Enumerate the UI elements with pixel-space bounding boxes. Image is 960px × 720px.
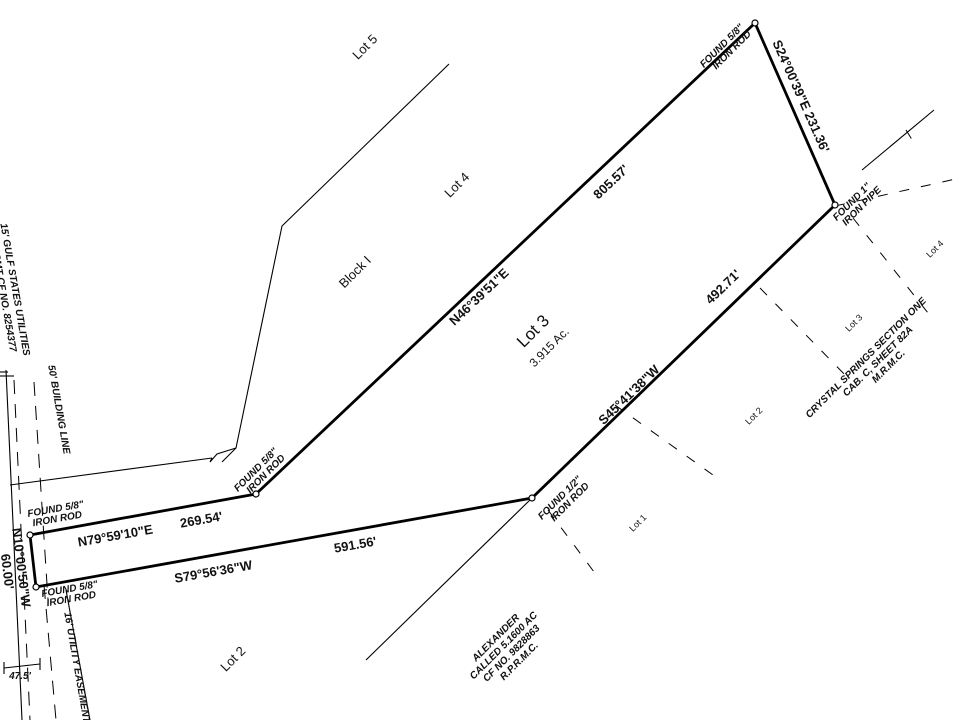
crystal-springs-label: CRYSTAL SPRINGS SECTION ONE CAB. C, SHEE… (804, 296, 929, 421)
boundary-west-line (28, 534, 38, 588)
dashed-lot-dividers (547, 129, 960, 581)
boundary-east-line (753, 22, 837, 206)
monument-top-label: FOUND 5/8" IRON ROD (698, 22, 754, 72)
road-linework (0, 369, 213, 720)
north-short-distance: 269.54' (179, 508, 224, 530)
se-line-bearing: S45°41'38"W (595, 362, 663, 428)
lot3-right-label: Lot 3 (843, 312, 864, 333)
dimension-left-label: 47.5' (8, 671, 31, 682)
lot2-bottom-label: Lot 2 (217, 643, 248, 674)
adjacent-lot-lines (209, 63, 935, 661)
monument-east-label: FOUND 1" IRON PIPE (831, 181, 884, 228)
south-line-distance: 591.56' (333, 533, 378, 555)
block1-label: Block I (336, 253, 374, 291)
lot2-right-label: Lot 2 (743, 405, 764, 426)
building-line-label: 50' BUILDING LINE (45, 364, 72, 455)
boundary-se-line (531, 203, 836, 500)
lot4-right-label: Lot 4 (924, 238, 945, 259)
crystal-springs-line1: CRYSTAL SPRINGS SECTION ONE (804, 296, 929, 421)
ne-line-bearing: N46°39'51"E (446, 265, 512, 328)
east-line-call: S24°00'39"E 231.36' (770, 38, 833, 155)
subject-boundary (28, 21, 837, 589)
boundary-south-line (35, 496, 533, 589)
lot1-right-label: Lot 1 (627, 512, 648, 533)
alexander-label: ALEXANDER CALLED 5.1600 AC CF NO. 982886… (468, 609, 543, 684)
boundary-ne-line (255, 21, 756, 496)
boundary-north-short-line (29, 492, 257, 537)
ne-line-distance: 805.57' (590, 162, 631, 202)
lot4-label: Lot 4 (441, 169, 472, 200)
crystal-springs-line2: CAB. C, SHEET 82A (841, 324, 916, 399)
west-line-distance: 60.00' (0, 553, 17, 590)
utility-easement-label: 16' UTILITY EASEMENT (61, 611, 91, 720)
monument-markers (26, 19, 839, 591)
lot5-label: Lot 5 (349, 31, 380, 62)
monument-south-angle-label: FOUND 1/2" IRON ROD (536, 474, 592, 524)
